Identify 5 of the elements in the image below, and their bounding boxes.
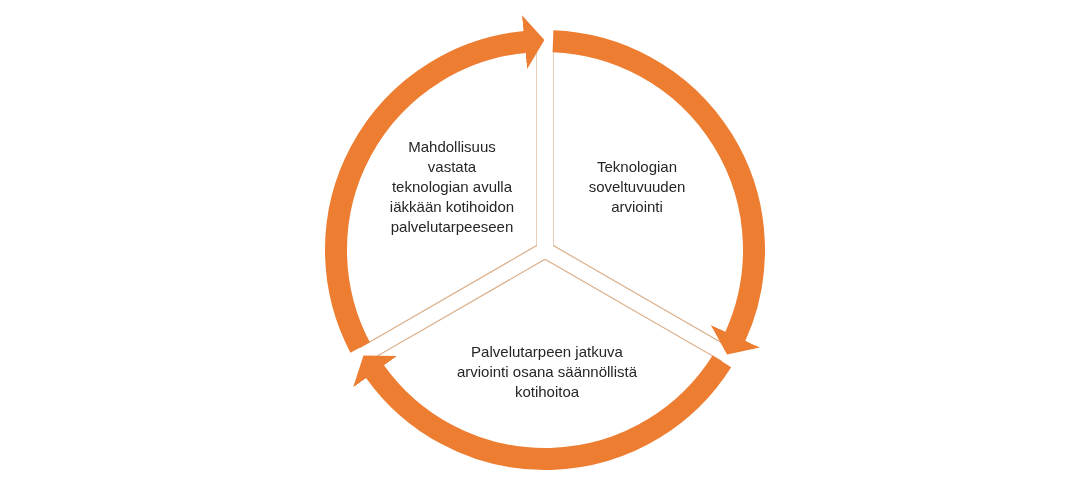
segment-label: Teknologian soveltuvuuden arviointi — [587, 157, 687, 217]
segment-label: Mahdollisuus vastata teknologian avulla iäkkään kotihoidon palvelutarpeeseen — [388, 137, 516, 237]
curved-arrow — [354, 354, 731, 470]
curved-arrow — [325, 15, 545, 352]
segment-label: Palvelutarpeen jatkuva arviointi osana säännöllistä kotihoitoa — [455, 342, 639, 402]
